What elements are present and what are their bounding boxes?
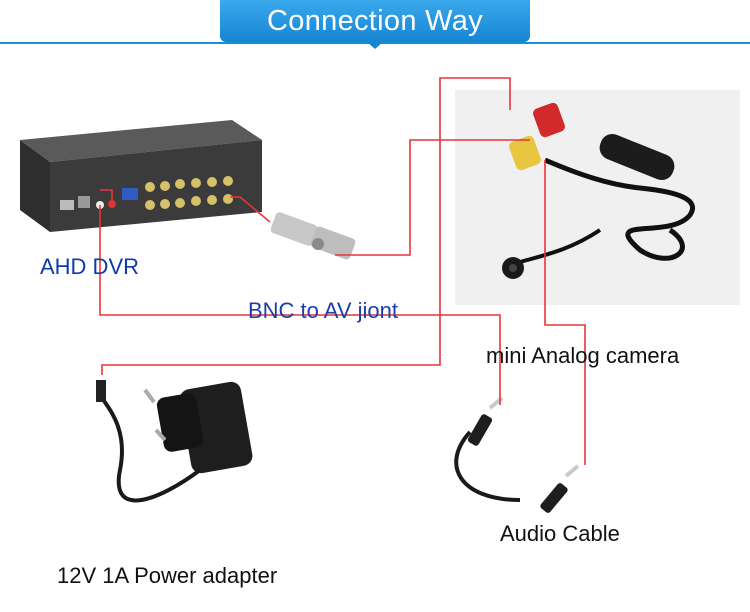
bnc-connector-right — [310, 226, 356, 260]
dc-plug — [96, 380, 106, 402]
adapter-cable — [98, 393, 202, 503]
dvr-device — [20, 120, 262, 232]
audio-tip-right — [564, 464, 580, 478]
title-pill: Connection Way — [220, 0, 530, 42]
wire-power — [101, 77, 511, 375]
bnc-port-icon — [207, 195, 217, 205]
power-adapter — [96, 380, 253, 503]
bnc-port-icon — [191, 178, 201, 188]
bnc-connector-left — [270, 212, 318, 246]
bnc-port-icon — [145, 200, 155, 210]
power-label: 12V 1A Power adapter — [57, 563, 278, 588]
bnc-port-icon — [160, 199, 170, 209]
camera-label: mini Analog camera — [486, 343, 680, 368]
bnc-port-icon — [207, 177, 217, 187]
usb-port-icon — [60, 200, 74, 210]
bnc-port-icon — [223, 194, 233, 204]
audio-wire — [454, 430, 521, 502]
bnc-port-icon — [191, 196, 201, 206]
yellow-rca-plug — [509, 135, 541, 171]
header-banner: Connection Way — [0, 0, 750, 50]
wire-dvr-audio — [99, 205, 501, 405]
bnc-port-icon — [160, 181, 170, 191]
dvr-label: AHD DVR — [40, 254, 140, 279]
dvr-front — [50, 140, 262, 232]
dvr-side — [20, 140, 50, 232]
wire-audio-to-camera — [544, 160, 586, 465]
audio-label: Audio Cable — [500, 521, 620, 546]
bnc-port-icon — [175, 179, 185, 189]
wire-bnc-to-video — [335, 139, 530, 256]
wire-dvr-audio-stub — [100, 189, 113, 204]
lan-port-icon — [78, 196, 90, 208]
wire-dvr-to-bnc — [230, 196, 271, 223]
audio-jack-left — [467, 414, 493, 446]
camera-cable — [544, 157, 695, 261]
audio-cable — [454, 396, 580, 513]
camera-lead — [519, 228, 602, 264]
bnc-port-icon — [145, 182, 155, 192]
page-title: Connection Way — [267, 4, 483, 37]
title-pointer — [367, 42, 383, 49]
bnc-port-icon — [175, 198, 185, 208]
bnc-to-av-adapter — [270, 212, 356, 260]
connection-wires — [99, 77, 586, 465]
dvr-top — [20, 120, 262, 162]
mini-camera — [502, 102, 695, 279]
bnc-center-icon — [312, 238, 324, 250]
adapter-body — [179, 381, 253, 474]
cable-junction — [599, 133, 675, 181]
adapter-plug-housing — [156, 393, 204, 452]
adapter-pin — [143, 388, 156, 404]
red-rca-plug — [533, 102, 565, 138]
vga-port-icon — [122, 188, 138, 200]
lens-glass-icon — [509, 264, 517, 272]
adapter-pin — [154, 428, 167, 442]
audio-jack-right — [540, 483, 568, 513]
bnc-label: BNC to AV jiont — [248, 298, 398, 323]
bnc-port-icon — [223, 176, 233, 186]
